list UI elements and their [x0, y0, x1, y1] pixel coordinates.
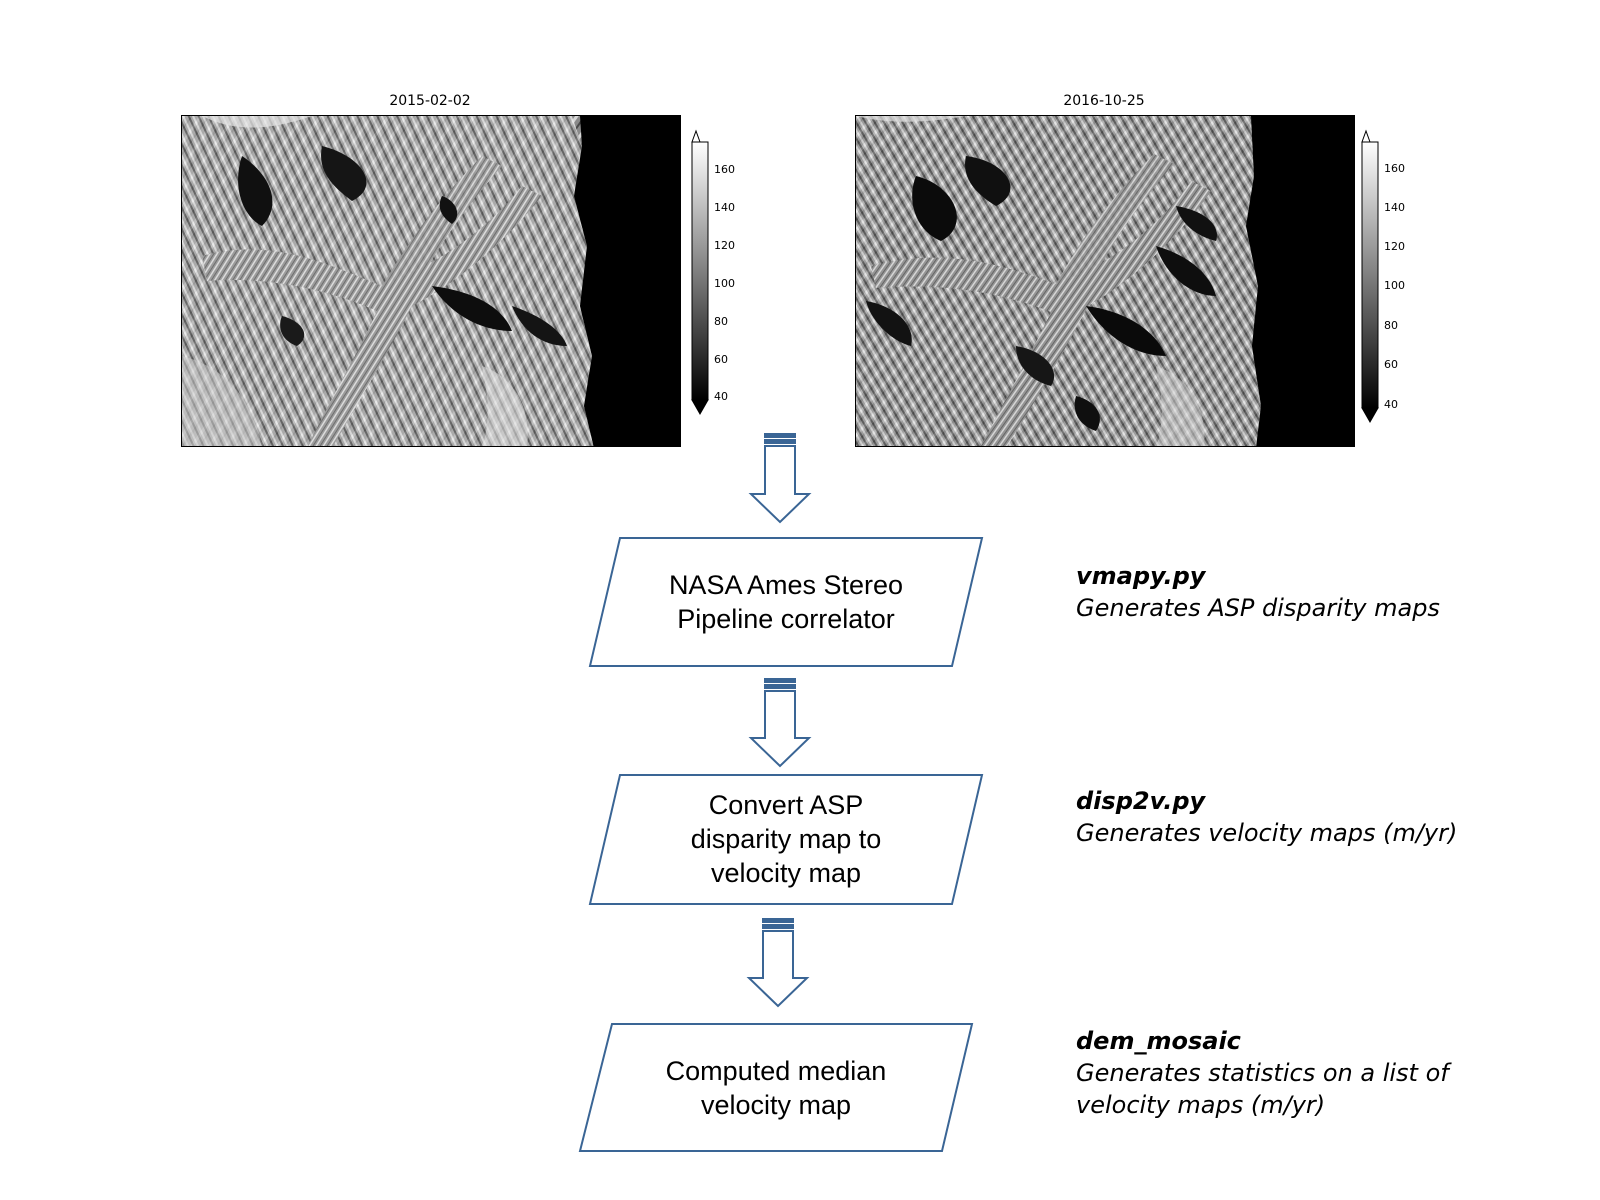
step-2-note: disp2v.py Generates velocity maps (m/yr): [1076, 785, 1457, 849]
process-box-2-line-1: Convert ASP: [708, 790, 864, 820]
colorbar-right-tick-120: 120: [1384, 240, 1405, 253]
process-box-1-line-1: NASA Ames Stereo: [668, 570, 904, 600]
colorbar-right-tick-140: 140: [1384, 201, 1405, 214]
process-box-1-line-2: Pipeline correlator: [677, 604, 895, 634]
colorbar-left-tick-100: 100: [714, 277, 735, 290]
colorbar-left-tick-140: 140: [714, 201, 735, 214]
glacier-scene-right: [856, 116, 1354, 446]
glacier-scene-left: [182, 116, 680, 446]
process-box-3-line-1: Computed median: [665, 1056, 887, 1086]
step-3-description-line-1: Generates statistics on a list of: [1076, 1059, 1449, 1087]
step-1-description: Generates ASP disparity maps: [1076, 594, 1440, 622]
colorbar-left-tick-60: 60: [714, 353, 728, 366]
step-2-description: Generates velocity maps (m/yr): [1076, 819, 1458, 847]
step-3-script-name: dem_mosaic: [1076, 1027, 1241, 1055]
colorbar-right-tick-80: 80: [1384, 319, 1398, 332]
step-2-script-name: disp2v.py: [1076, 787, 1206, 815]
process-box-2-line-2: disparity map to: [690, 824, 882, 854]
process-box-3-line-2: velocity map: [700, 1090, 852, 1120]
process-box-3-label: Computed median velocity map: [590, 1054, 962, 1122]
colorbar-left-tick-80: 80: [714, 315, 728, 328]
process-box-2: [588, 774, 984, 905]
step-1-script-name: vmapy.py: [1076, 562, 1206, 590]
colorbar-left: [691, 129, 709, 416]
colorbar-right-tick-160: 160: [1384, 162, 1405, 175]
flow-arrow-1: [748, 433, 812, 524]
step-3-description-line-2: velocity maps (m/yr): [1076, 1091, 1326, 1119]
colorbar-left-tick-40: 40: [714, 390, 728, 403]
process-box-1-label: NASA Ames Stereo Pipeline correlator: [600, 568, 972, 636]
panel-title-left: 2015-02-02: [389, 93, 471, 109]
flow-arrow-2: [748, 678, 812, 768]
process-box-2-line-3: velocity map: [710, 858, 862, 888]
colorbar-left-tick-120: 120: [714, 239, 735, 252]
panel-title-right: 2016-10-25: [1063, 93, 1145, 109]
satellite-image-right: [855, 115, 1355, 447]
step-1-note: vmapy.py Generates ASP disparity maps: [1076, 560, 1440, 624]
step-3-note: dem_mosaic Generates statistics on a lis…: [1076, 1025, 1449, 1121]
colorbar-right-tick-100: 100: [1384, 279, 1405, 292]
process-box-2-label: Convert ASP disparity map to velocity ma…: [600, 788, 972, 890]
colorbar-left-tick-160: 160: [714, 163, 735, 176]
process-box-1: [588, 537, 984, 667]
colorbar-right-tick-60: 60: [1384, 358, 1398, 371]
process-box-3: [578, 1023, 974, 1152]
colorbar-right-tick-40: 40: [1384, 398, 1398, 411]
colorbar-right: [1361, 129, 1379, 424]
satellite-image-left: [181, 115, 681, 447]
flow-arrow-3: [746, 918, 810, 1008]
